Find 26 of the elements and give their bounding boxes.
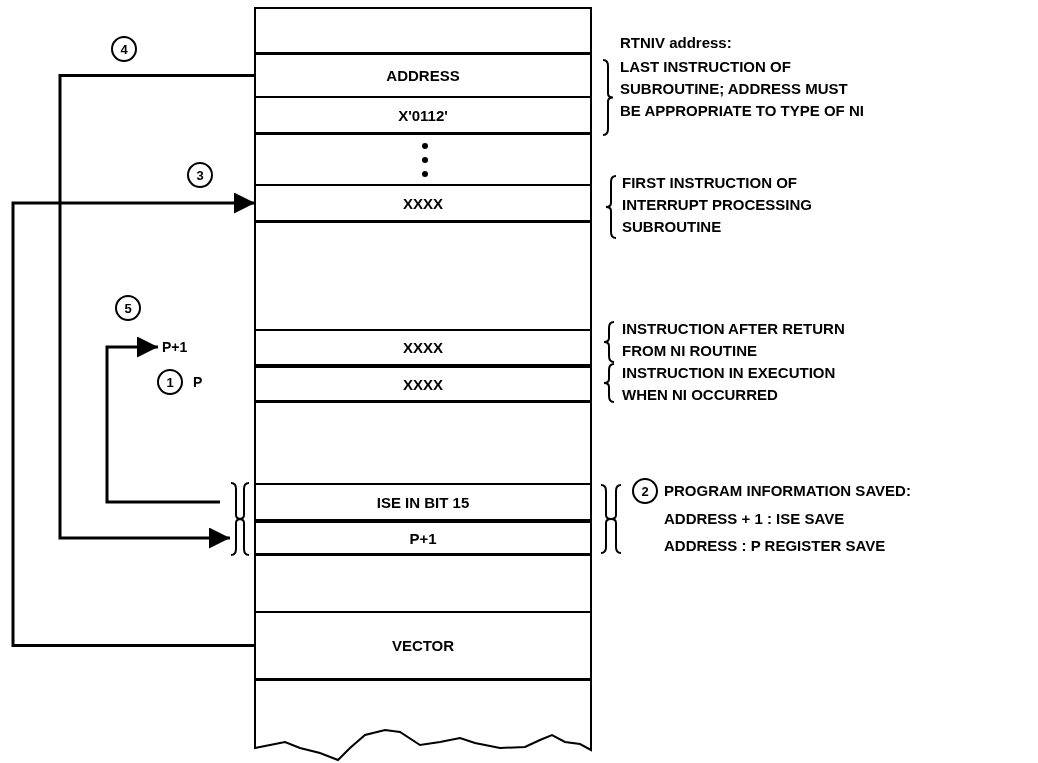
- arrow: [105, 336, 220, 504]
- annotation-text: LAST INSTRUCTION OF SUBROUTINE; ADDRESS MUST BE APPROPRIATE TO TYPE OF NI: [620, 57, 865, 121]
- annotation-text: ADDRESS : P REGISTER SAVE: [664, 536, 886, 556]
- callout-number: 2: [632, 478, 658, 504]
- callout-number: 3: [187, 162, 213, 188]
- annotation-heading: RTNIV address:: [620, 33, 732, 53]
- memory-cell: XXXX: [255, 329, 591, 366]
- annotation-text: INSTRUCTION IN EXECUTION WHEN NI OCCURRED: [622, 363, 837, 405]
- memory-cell: P+1: [255, 521, 591, 555]
- register-name: P: [193, 371, 203, 393]
- register-value: P+1: [162, 336, 188, 358]
- annotation-text: PROGRAM INFORMATION SAVED:: [664, 481, 911, 501]
- arrow: [58, 74, 255, 549]
- annotation-text: FIRST INSTRUCTION OF INTERRUPT PROCESSING SUBROUTINE: [622, 173, 814, 237]
- memory-cell: XXXX: [255, 184, 591, 222]
- annotation-text: INSTRUCTION AFTER RETURN FROM NI ROUTINE: [622, 319, 846, 361]
- memory-cell: X'0112': [255, 96, 591, 134]
- annotation-text: ADDRESS + 1 : ISE SAVE: [664, 509, 845, 529]
- callout-number: 4: [111, 36, 137, 62]
- memory-cell: ADDRESS: [255, 53, 591, 98]
- memory-cell: XXXX: [255, 366, 591, 402]
- memory-cell: VECTOR: [255, 611, 591, 680]
- callout-number: 1: [157, 369, 183, 395]
- callout-number: 5: [115, 295, 141, 321]
- memory-cell: ISE IN BIT 15: [255, 483, 591, 521]
- arrow: [11, 192, 255, 647]
